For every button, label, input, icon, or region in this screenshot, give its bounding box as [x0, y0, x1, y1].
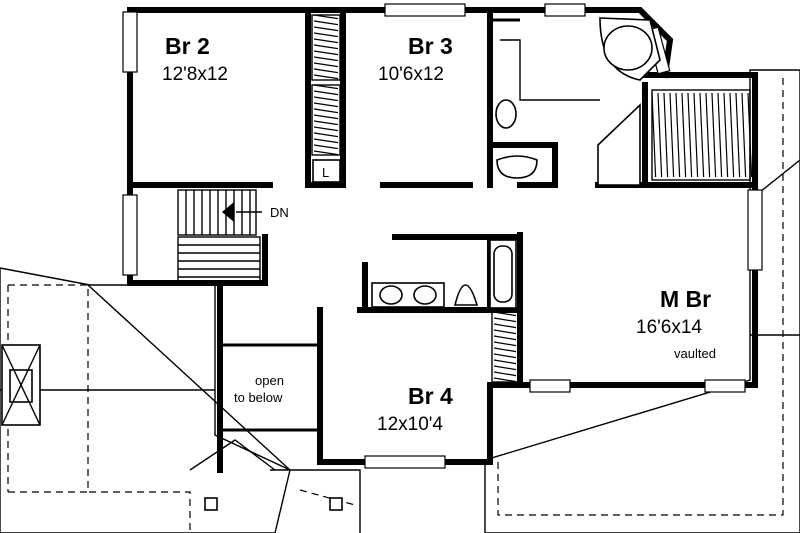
linen-label: L: [322, 165, 329, 180]
room-size: 12x10'4: [377, 414, 443, 435]
roof-vent: [204, 497, 218, 511]
room-name: Br 3: [408, 33, 453, 59]
room-size: 10'6x12: [378, 64, 444, 85]
stairs: [177, 189, 262, 284]
fixtures: [371, 17, 661, 309]
room-name: Br 2: [165, 33, 210, 59]
roof-outline: [0, 69, 800, 533]
room-note: vaulted: [674, 346, 716, 361]
room-mbr: M Br 16'6x14 vaulted: [636, 286, 716, 361]
room-br4: Br 4 12x10'4: [377, 383, 453, 435]
room-br2: Br 2 12'8x12: [162, 33, 228, 85]
open-label-line1: open: [255, 373, 284, 388]
chimney: [1, 344, 41, 426]
linen-closet: [312, 159, 341, 183]
closets: [311, 14, 753, 383]
open-label-line2: to below: [234, 390, 283, 405]
room-br3: Br 3 10'6x12: [378, 33, 453, 85]
open-to-below: open to below: [234, 373, 284, 405]
room-size: 12'8x12: [162, 64, 228, 85]
room-name: Br 4: [408, 383, 453, 409]
stair-direction-label: DN: [270, 205, 289, 220]
room-size: 16'6x14: [636, 317, 702, 338]
room-name: M Br: [660, 286, 711, 312]
roof-vent: [329, 497, 343, 511]
